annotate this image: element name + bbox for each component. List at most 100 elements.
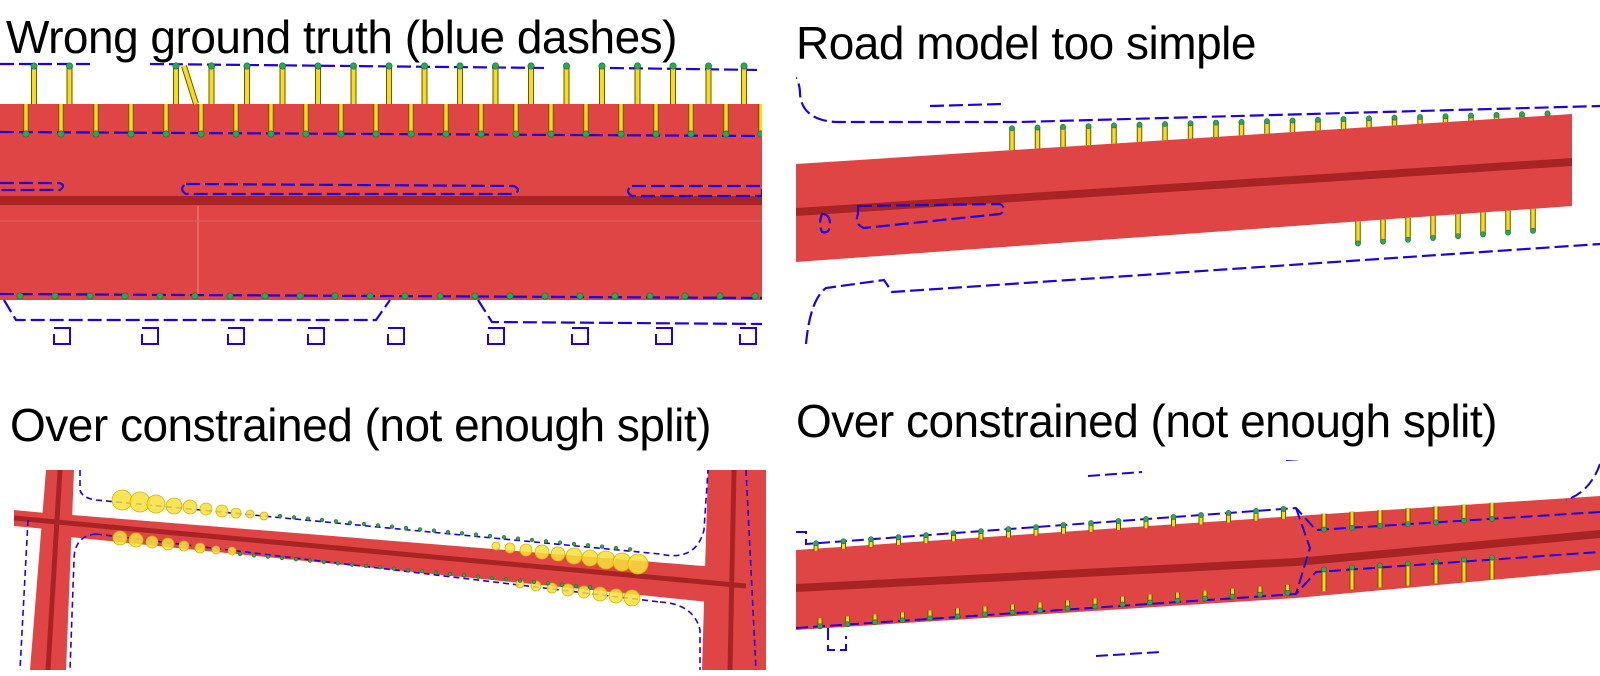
node-marker <box>208 62 216 70</box>
panel-2-title: Road model too simple <box>796 17 1256 69</box>
node-marker <box>582 130 590 138</box>
road-centerline <box>796 530 1600 592</box>
node-marker <box>527 62 535 70</box>
uncertainty-circle <box>504 542 516 554</box>
node-marker <box>335 561 341 566</box>
node-marker <box>1505 229 1511 236</box>
node-marker <box>385 62 393 70</box>
uncertainty-circle <box>596 550 616 570</box>
node-marker <box>844 621 851 628</box>
node-marker <box>372 130 380 138</box>
uncertainty-circle <box>194 542 206 554</box>
parking-spot-marker <box>655 327 673 345</box>
node-marker <box>547 130 555 138</box>
node-marker <box>1009 609 1016 616</box>
uncertainty-circle <box>146 494 166 514</box>
node-marker <box>331 292 339 300</box>
node-marker <box>1111 122 1117 129</box>
node-marker <box>278 62 286 70</box>
node-marker <box>57 130 65 138</box>
node-marker <box>475 574 481 579</box>
node-marker <box>1321 526 1327 533</box>
node-marker <box>1115 518 1122 524</box>
panel-2-road-diagram <box>796 76 1600 344</box>
node-marker <box>1519 111 1525 118</box>
node-marker <box>817 623 823 630</box>
node-marker <box>1315 116 1321 123</box>
node-marker <box>751 292 759 300</box>
node-marker <box>1064 605 1071 612</box>
node-marker <box>226 292 234 300</box>
node-marker <box>627 547 633 552</box>
node-marker <box>277 513 283 519</box>
node-marker <box>1455 233 1461 240</box>
panel-3-road-diagram <box>13 470 766 670</box>
panel-1-road-diagram <box>0 62 762 345</box>
parking-spot-marker <box>141 327 159 345</box>
node-marker <box>1147 599 1153 606</box>
road-centerline <box>796 158 1572 216</box>
node-marker <box>541 292 549 300</box>
node-marker <box>1289 117 1296 124</box>
node-marker <box>681 292 689 300</box>
uncertainty-circle <box>112 530 128 546</box>
node-marker <box>261 292 269 300</box>
node-marker <box>704 62 712 70</box>
parking-spot-marker <box>387 327 405 345</box>
node-marker <box>576 292 584 300</box>
node-marker <box>1187 120 1194 127</box>
node-marker <box>349 562 355 567</box>
uncertainty-circle <box>230 507 242 519</box>
node-marker <box>321 559 327 565</box>
node-marker <box>366 292 374 300</box>
uncertainty-circle <box>165 497 183 515</box>
uncertainty-circle <box>546 582 558 594</box>
uncertainty-circle <box>145 535 159 549</box>
panel-4-road-diagram <box>796 460 1600 657</box>
uncertainty-circle <box>627 553 649 575</box>
node-marker <box>1136 121 1143 128</box>
node-markers <box>1009 110 1551 247</box>
node-marker <box>617 130 625 138</box>
node-marker <box>978 528 984 535</box>
node-marker <box>487 533 493 539</box>
road-centerline <box>13 470 747 670</box>
uncertainty-circle <box>623 589 641 607</box>
node-marker <box>1088 520 1094 526</box>
node-marker <box>1198 512 1204 518</box>
node-marker <box>1284 589 1291 596</box>
node-marker <box>291 515 297 520</box>
node-marker <box>405 567 411 573</box>
node-markers <box>16 62 762 300</box>
panel-3-title: Over constrained (not enough split) <box>10 399 712 451</box>
node-marker <box>22 130 30 138</box>
node-marker <box>1468 112 1474 119</box>
node-marker <box>361 521 367 527</box>
node-marker <box>868 536 874 543</box>
uncertainty-circle <box>581 549 599 567</box>
node-marker <box>757 130 762 138</box>
node-marker <box>121 292 129 300</box>
node-marker <box>1119 601 1126 608</box>
node-marker <box>512 130 520 138</box>
node-marker <box>923 532 929 539</box>
node-marker <box>445 529 451 535</box>
node-marker <box>162 130 170 138</box>
node-marker <box>1340 116 1347 122</box>
node-marker <box>267 130 275 138</box>
node-marker <box>1264 118 1270 125</box>
panel-4-title: Over constrained (not enough split) <box>796 395 1498 447</box>
ground-truth-lanes <box>796 76 1600 344</box>
node-marker <box>1162 121 1168 127</box>
node-marker <box>1461 517 1467 524</box>
node-marker <box>1433 558 1439 565</box>
node-marker <box>1009 125 1015 132</box>
node-marker <box>1377 523 1383 529</box>
uncertainty-circle <box>491 541 501 551</box>
node-marker <box>501 535 507 540</box>
node-marker <box>587 585 593 590</box>
node-marker <box>722 130 730 138</box>
panel-1-title: Wrong ground truth (blue dashes) <box>6 11 678 63</box>
node-marker <box>740 62 748 70</box>
node-marker <box>813 540 819 547</box>
